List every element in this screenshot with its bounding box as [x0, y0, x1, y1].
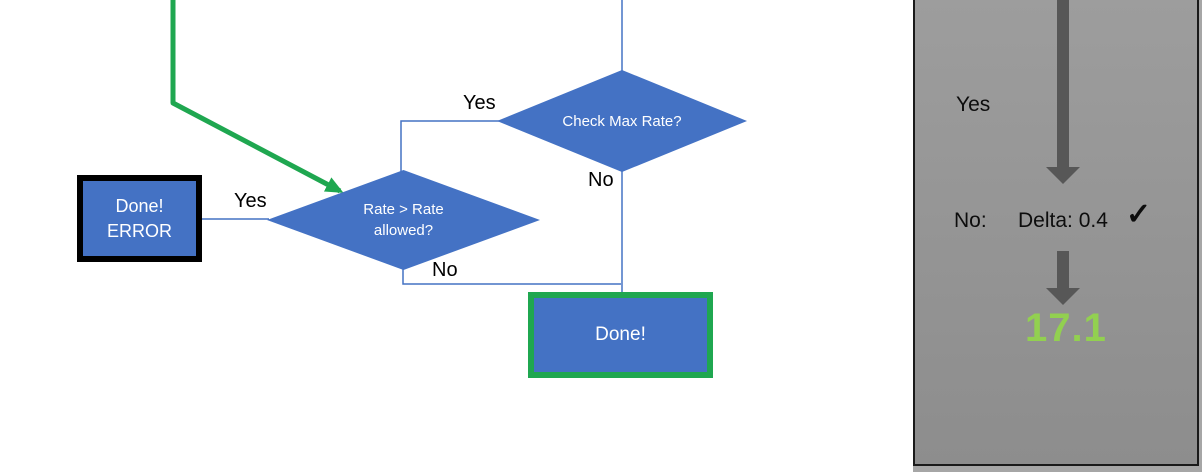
down-arrow-icon — [1046, 288, 1080, 305]
decision-rate-allowed-label: Rate > Rate allowed? — [363, 201, 444, 239]
check-max-no-label: No — [588, 169, 614, 191]
result-value: 17.1 — [1025, 306, 1107, 350]
done-error-box-line1: Done! — [115, 195, 164, 216]
checkmark-icon: ✓ — [1126, 198, 1152, 231]
done-box[interactable]: Done! — [528, 292, 713, 378]
down-arrow-icon — [1046, 167, 1080, 184]
done-error-box-line2: ERROR — [106, 220, 172, 241]
connector-rate-allowed-no-path — [402, 268, 621, 285]
rate-allowed-yes-label: Yes — [234, 190, 267, 212]
done-box-label: Done! — [595, 324, 646, 345]
panel-yes-label: Yes — [956, 93, 991, 116]
down-arrow-icon — [1057, 0, 1069, 167]
down-arrow-icon — [1057, 251, 1069, 288]
decision-check-max-rate-label: Check Max Rate? — [562, 112, 682, 130]
panel-no-label: No: — [954, 209, 987, 232]
check-max-yes-label: Yes — [463, 92, 496, 114]
side-panel — [913, 0, 1199, 466]
connector-check-max-yes-path — [400, 120, 499, 172]
rate-allowed-no-label: No — [432, 259, 458, 281]
done-error-box[interactable]: Done! ERROR — [77, 175, 202, 262]
panel-delta-value: Delta: 0.4 — [1018, 209, 1108, 232]
green-flow-path — [170, 0, 344, 194]
